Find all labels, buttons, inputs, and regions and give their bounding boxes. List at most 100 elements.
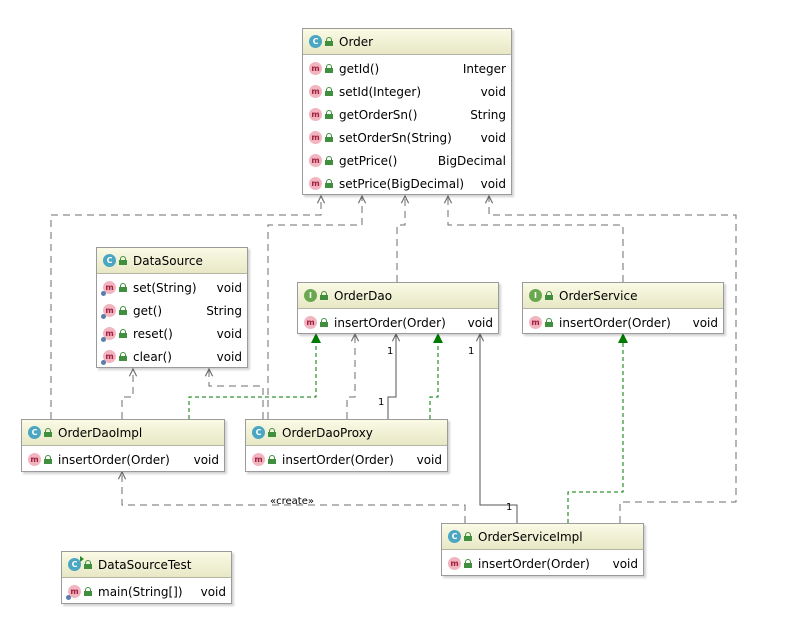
public-visibility-icon: [119, 256, 127, 265]
class-icon: C: [448, 530, 461, 543]
edge-orderservice-order: [448, 196, 624, 282]
method-name: getPrice(): [339, 153, 398, 168]
public-visibility-icon: [268, 428, 276, 437]
static-method-icon: m: [101, 350, 116, 365]
method-return-type: void: [216, 349, 242, 364]
method-return-type: BigDecimal: [437, 153, 506, 168]
edge-orderserviceimpl-composes-orderdao: [480, 334, 517, 523]
multiplicity-label: 1: [468, 346, 475, 357]
public-visibility-icon: [545, 318, 553, 327]
public-visibility-icon: [325, 110, 333, 119]
class-header: C Order: [303, 29, 511, 55]
method-return-type: void: [200, 584, 226, 599]
public-visibility-icon: [119, 283, 127, 292]
method-return-type: void: [692, 315, 718, 330]
method-name: setOrderSn(String): [339, 130, 452, 145]
create-stereotype-label: «create»: [270, 496, 314, 507]
public-visibility-icon: [545, 291, 553, 300]
public-visibility-icon: [325, 37, 333, 46]
method-name: insertOrder(Order): [478, 556, 590, 571]
class-header: C DataSourceTest: [62, 552, 231, 578]
class-orderserviceimpl[interactable]: C OrderServiceImpl m insertOrder(Order) vo…: [441, 523, 644, 576]
public-visibility-icon: [84, 587, 92, 596]
class-header: C OrderServiceImpl: [442, 524, 643, 550]
method-icon: m: [448, 557, 461, 570]
class-header: C DataSource: [97, 248, 247, 274]
method-return-type: void: [416, 452, 442, 467]
edge-orderdaoproxy-composes-orderdao: [388, 334, 396, 419]
method-row[interactable]: m getId() Integer: [303, 57, 511, 80]
public-visibility-icon: [119, 329, 127, 338]
public-visibility-icon: [44, 455, 52, 464]
multiplicity-label: 1: [387, 346, 394, 357]
public-visibility-icon: [325, 156, 333, 165]
method-icon: m: [309, 62, 322, 75]
method-name: getOrderSn(): [339, 107, 418, 122]
method-return-type: void: [612, 556, 638, 571]
edge-orderdaoimpl-datasource: [121, 369, 133, 419]
method-return-type: void: [480, 130, 506, 145]
interface-header: I OrderService: [523, 283, 723, 309]
method-name: set(String): [133, 280, 197, 295]
method-name: reset(): [133, 326, 173, 341]
edge-orderdaoproxy-datasource: [209, 369, 264, 419]
static-method-icon: m: [101, 327, 116, 342]
edge-orderdaoimpl-realizes-orderdao: [188, 333, 321, 419]
method-name: get(): [133, 303, 163, 318]
method-icon: m: [529, 316, 542, 329]
method-row[interactable]: m insertOrder(Order) void: [442, 552, 643, 575]
static-method-icon: m: [101, 281, 116, 296]
method-name: insertOrder(Order): [334, 315, 446, 330]
interface-name: OrderDao: [334, 288, 393, 303]
method-icon: m: [28, 453, 41, 466]
method-return-type: Integer: [462, 61, 506, 76]
method-return-type: void: [193, 452, 219, 467]
public-visibility-icon: [325, 64, 333, 73]
method-icon: m: [309, 85, 322, 98]
public-visibility-icon: [44, 428, 52, 437]
class-name: OrderServiceImpl: [478, 529, 583, 544]
class-icon: C: [309, 35, 322, 48]
public-visibility-icon: [464, 559, 472, 568]
method-name: getId(): [339, 61, 380, 76]
public-visibility-icon: [325, 87, 333, 96]
public-visibility-icon: [119, 306, 127, 315]
class-icon: C: [252, 426, 265, 439]
class-icon: C: [28, 426, 41, 439]
method-icon: m: [309, 177, 322, 190]
edge-orderdaoimpl-order: [50, 196, 321, 419]
static-method-icon: m: [101, 304, 116, 319]
class-header: C OrderDaoProxy: [246, 420, 447, 446]
edge-orderdao-order: [396, 196, 405, 282]
method-return-type: void: [480, 176, 506, 191]
public-visibility-icon: [119, 352, 127, 361]
interface-header: I OrderDao: [298, 283, 498, 309]
public-visibility-icon: [325, 179, 333, 188]
interface-icon: I: [529, 289, 542, 302]
class-name: Order: [339, 34, 374, 49]
public-visibility-icon: [464, 532, 472, 541]
public-visibility-icon: [325, 133, 333, 142]
